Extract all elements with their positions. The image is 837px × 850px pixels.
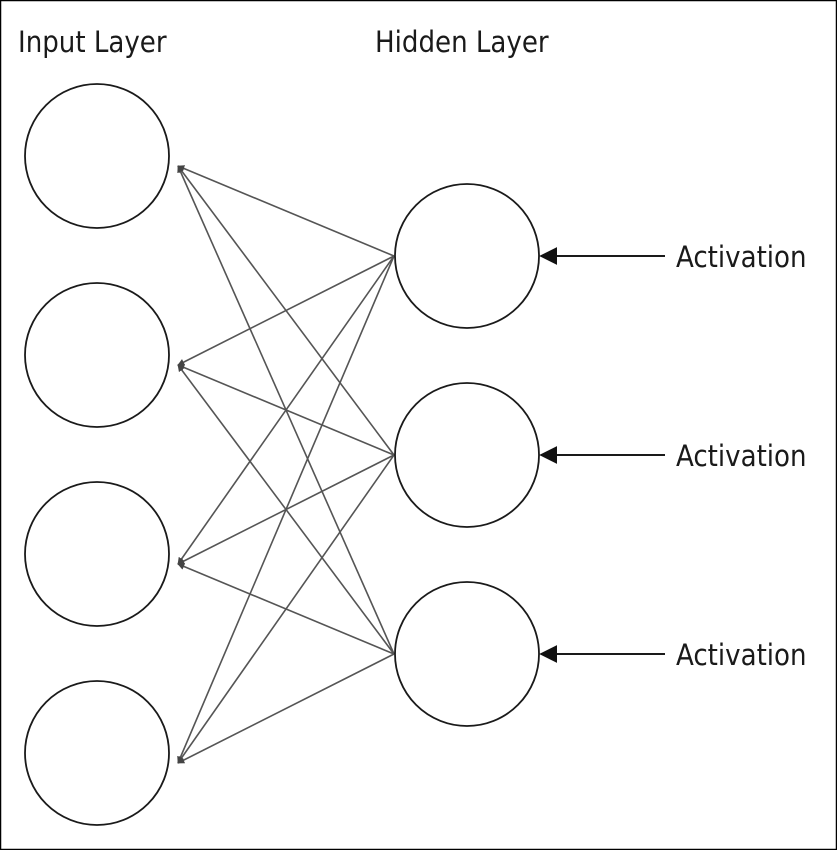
hidden-node-2: [394, 382, 540, 528]
edge-hidden-3-to-input-3: [177, 563, 395, 655]
edge-hidden-3-to-input-4: [177, 653, 395, 764]
input-node-3: [24, 481, 170, 627]
activation-label-1: Activation: [676, 240, 807, 274]
edge-hidden-1-to-input-1: [177, 165, 395, 257]
activation-arrows: Activation Activation Activation: [539, 240, 807, 672]
network-nodes: [24, 83, 540, 826]
connection-edges: [177, 165, 395, 764]
input-node-1: [24, 83, 170, 229]
edge-hidden-3-to-input-1: [177, 165, 395, 655]
edge-hidden-2-to-input-1: [177, 165, 395, 456]
input-layer-label: Input Layer: [18, 25, 167, 59]
hidden-layer-label: Hidden Layer: [375, 25, 549, 59]
hidden-node-1: [394, 183, 540, 329]
input-node-4: [24, 680, 170, 826]
hidden-node-3: [394, 581, 540, 727]
edge-hidden-3-to-input-2: [177, 364, 395, 655]
activation-label-2: Activation: [676, 439, 807, 473]
input-node-2: [24, 282, 170, 428]
activation-label-3: Activation: [676, 638, 807, 672]
